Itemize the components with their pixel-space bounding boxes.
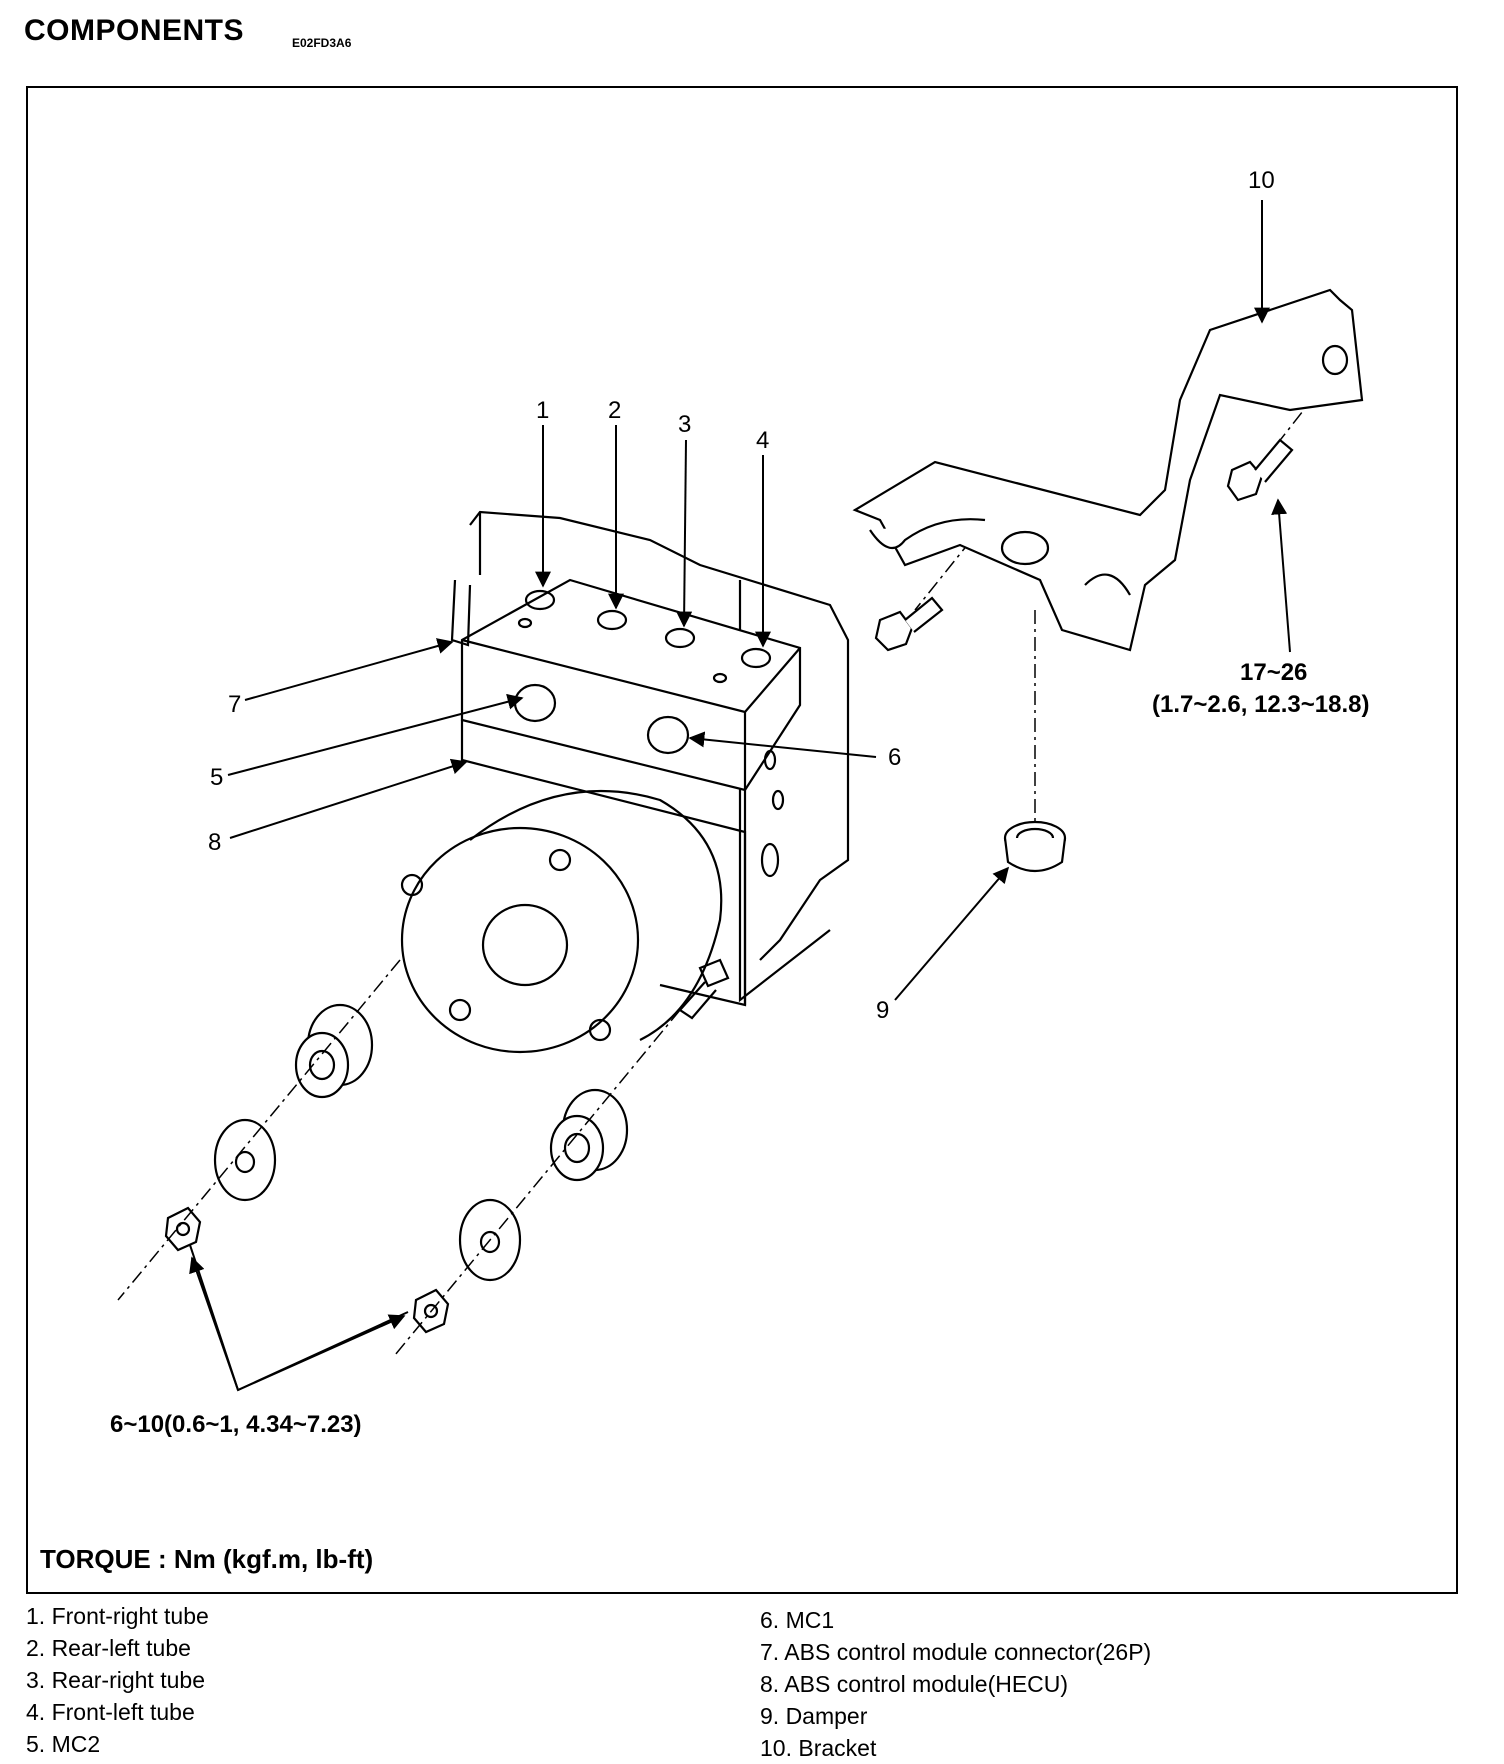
callout-9: 9 [876, 997, 889, 1024]
bracket-bolt-torque-detail: (1.7~2.6, 12.3~18.8) [1152, 691, 1370, 718]
legend-left: 1. Front-right tube 2. Rear-left tube 3.… [26, 1600, 209, 1760]
leader-lines [189, 200, 1291, 1392]
callout-2: 2 [608, 397, 621, 424]
document-code: E02FD3A6 [292, 36, 352, 50]
callout-10: 10 [1248, 167, 1275, 194]
callout-1: 1 [536, 397, 549, 424]
legend-item: 6. MC1 [760, 1607, 835, 1633]
callout-4: 4 [756, 427, 769, 454]
legend-item: 10. Bracket [760, 1735, 877, 1761]
mount-hardware [164, 1003, 629, 1334]
bracket-bolt-torque: 17~26 [1240, 659, 1307, 686]
legend-item: 2. Rear-left tube [26, 1635, 191, 1661]
legend-item: 7. ABS control module connector(26P) [760, 1639, 1152, 1665]
legend-item: 4. Front-left tube [26, 1699, 195, 1725]
callout-labels: 1 2 3 4 5 6 7 8 9 10 17~26 (1.7~2.6, 12.… [110, 167, 1370, 1438]
legend-item: 5. MC2 [26, 1731, 101, 1757]
damper [1003, 820, 1067, 873]
legend-item: 3. Rear-right tube [26, 1667, 205, 1693]
torque-units: TORQUE : Nm (kgf.m, lb-ft) [40, 1544, 374, 1574]
callout-6: 6 [888, 744, 901, 771]
bracket [852, 288, 1364, 652]
callout-7: 7 [228, 691, 241, 718]
diagram-frame [26, 86, 1458, 1594]
callout-3: 3 [678, 411, 691, 438]
legend-item: 8. ABS control module(HECU) [760, 1671, 1069, 1697]
page-title: COMPONENTS [24, 14, 245, 47]
hecu-unit [400, 510, 850, 1054]
legend-item: 1. Front-right tube [26, 1603, 209, 1629]
nut-torque: 6~10(0.6~1, 4.34~7.23) [110, 1411, 362, 1438]
callout-5: 5 [210, 764, 223, 791]
callout-8: 8 [208, 829, 221, 856]
legend-item: 9. Damper [760, 1703, 868, 1729]
legend-right: 6. MC1 7. ABS control module connector(2… [760, 1604, 1151, 1764]
